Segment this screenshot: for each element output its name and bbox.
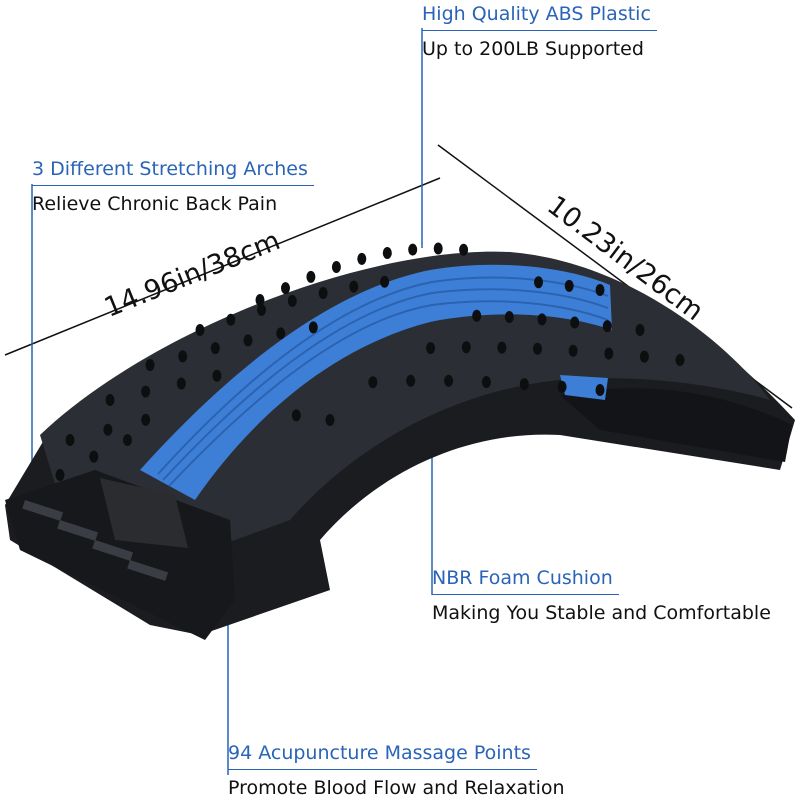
- massage-point: [604, 347, 614, 360]
- massage-point: [444, 374, 454, 387]
- massage-point: [497, 341, 507, 354]
- massage-point: [426, 342, 436, 355]
- massage-point: [433, 242, 443, 255]
- massage-point: [291, 409, 301, 422]
- massage-point: [145, 359, 155, 371]
- arches-callout: 3 Different Stretching Arches Relieve Ch…: [32, 157, 314, 216]
- massage-point: [504, 311, 514, 323]
- massage-point: [461, 341, 471, 354]
- massage-point: [276, 327, 286, 340]
- massage-point: [141, 413, 151, 426]
- massage-point: [557, 380, 567, 393]
- foam-callout-title: NBR Foam Cushion: [432, 566, 619, 595]
- massage-point: [176, 377, 186, 390]
- step-slots: [22, 500, 169, 581]
- massage-point: [602, 320, 612, 333]
- massage-point: [226, 313, 236, 326]
- massage-point: [568, 344, 578, 357]
- massage-point: [639, 350, 649, 363]
- foam-ridges: [157, 276, 609, 487]
- massage-point: [368, 376, 378, 389]
- abs-callout-subtitle: Up to 200LB Supported: [422, 38, 644, 60]
- massage-point: [141, 385, 151, 398]
- massage-point: [103, 423, 113, 436]
- massage-point: [257, 303, 266, 316]
- massage-point: [570, 316, 580, 329]
- massage-point: [308, 321, 318, 334]
- massage-point: [595, 284, 605, 296]
- massage-point: [287, 294, 297, 307]
- massage-point: [595, 384, 605, 396]
- massage-point: [195, 324, 205, 336]
- massage-point: [306, 270, 316, 283]
- foam-callout: NBR Foam Cushion Making You Stable and C…: [432, 566, 771, 625]
- massage-point: [89, 450, 99, 463]
- massage-point: [406, 374, 416, 387]
- massage-point: [255, 294, 265, 306]
- massage-point: [533, 342, 542, 355]
- massage-point: [105, 394, 115, 406]
- stretcher-left-step-pad: [100, 478, 188, 548]
- massage-point: [243, 334, 253, 347]
- massage-point: [408, 243, 418, 256]
- massage-point: [178, 350, 188, 363]
- massage-point: [481, 376, 491, 388]
- arches-callout-title: 3 Different Stretching Arches: [32, 157, 314, 186]
- massage-point: [534, 276, 543, 289]
- massage-point: [123, 434, 132, 446]
- length-dimension-line: [4, 177, 441, 356]
- massage-point: [459, 243, 469, 256]
- stretcher-right-rail: [560, 388, 792, 462]
- massage-point: [472, 309, 482, 322]
- stretcher-top-surface: [40, 251, 770, 560]
- massage-point: [382, 247, 392, 259]
- massage-point: [331, 261, 341, 273]
- points-callout-subtitle: Promote Blood Flow and Relaxation: [228, 777, 565, 799]
- massage-point: [212, 369, 222, 382]
- massage-point: [325, 414, 335, 426]
- massage-point: [318, 287, 328, 299]
- foam-callout-subtitle: Making You Stable and Comfortable: [432, 602, 771, 624]
- massage-point: [210, 342, 220, 355]
- foam-tail: [560, 375, 608, 400]
- arches-callout-subtitle: Relieve Chronic Back Pain: [32, 193, 278, 215]
- massage-point: [65, 434, 75, 446]
- massage-point: [519, 378, 529, 391]
- points-callout-title: 94 Acupuncture Massage Points: [228, 741, 537, 770]
- massage-point: [349, 280, 359, 293]
- massage-point: [55, 469, 65, 481]
- massage-point: [281, 282, 290, 295]
- massage-point: [380, 275, 390, 288]
- abs-callout: High Quality ABS Plastic Up to 200LB Sup…: [422, 2, 657, 61]
- massage-point: [675, 354, 685, 366]
- massage-point: [357, 252, 367, 265]
- massage-point: [564, 279, 574, 292]
- points-callout: 94 Acupuncture Massage Points Promote Bl…: [228, 741, 565, 800]
- abs-callout-title: High Quality ABS Plastic: [422, 2, 657, 31]
- massage-point: [537, 313, 547, 326]
- acupuncture-points: [55, 242, 685, 481]
- massage-point: [635, 324, 645, 336]
